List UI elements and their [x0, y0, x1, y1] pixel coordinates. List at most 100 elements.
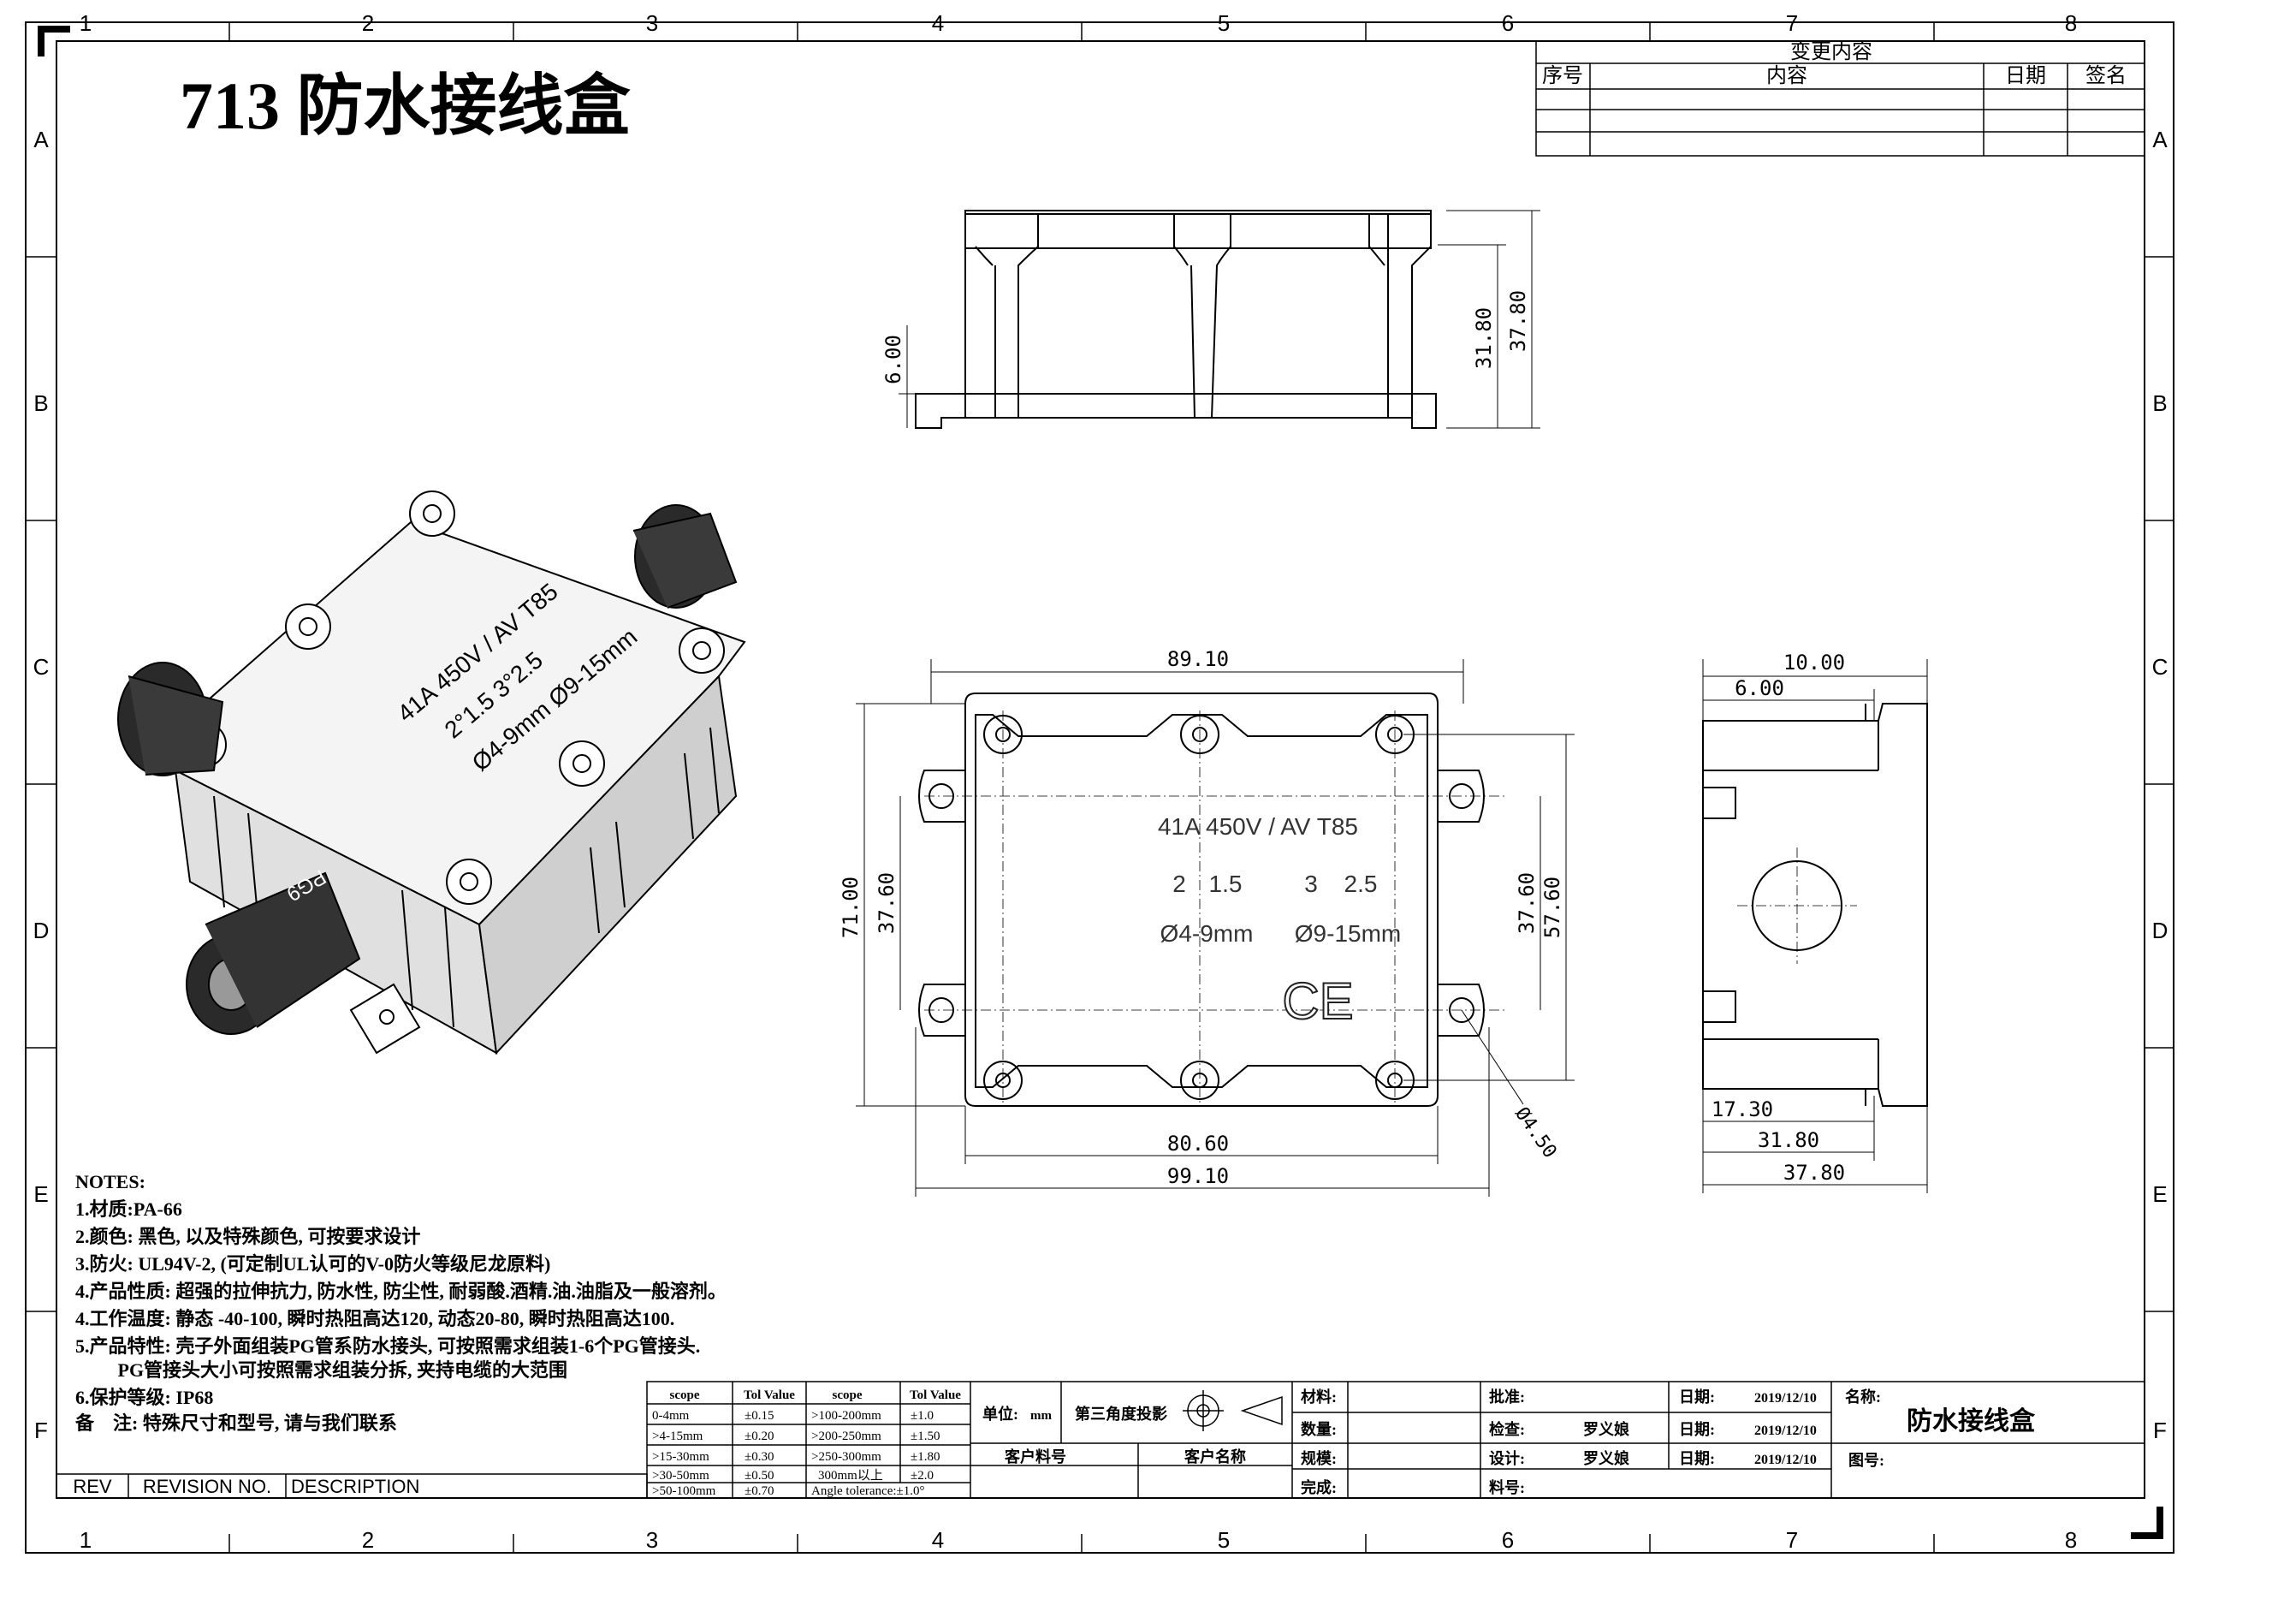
dim-left-hole-spacing: 37.60 — [875, 872, 899, 934]
tol-r5-c1: >50-100mm — [652, 1484, 716, 1498]
change-header-content: 内容 — [1766, 64, 1807, 87]
change-header-date: 日期 — [2005, 64, 2046, 87]
notes-line-3: 3.防火: UL94V-2, (可定制UL认可的V-0防火等级尼龙原料) — [75, 1253, 550, 1275]
tb-approve: 批准: — [1489, 1388, 1525, 1406]
row-label-a-right: A — [2152, 127, 2168, 152]
tol-r1-c2: ±0.15 — [745, 1409, 774, 1423]
top-view-dimensions — [856, 659, 1575, 1197]
rev-label: REV — [73, 1476, 112, 1497]
tol-r3-c3: >250-300mm — [811, 1450, 881, 1464]
frame-labels: 1 2 3 4 5 6 7 8 1 2 3 4 5 6 7 8 A B C D … — [33, 10, 2168, 1553]
row-label-d-right: D — [2152, 918, 2168, 943]
dim-right-height: 57.60 — [1540, 877, 1564, 938]
notes-line-5: 4.工作温度: 静态 -40-100, 瞬时热阻高达120, 动态20-80, … — [75, 1308, 674, 1329]
dim-front-flange-height: 6.00 — [881, 335, 905, 384]
col-label-6: 6 — [1502, 10, 1514, 36]
tb-date-label-1: 日期: — [1679, 1388, 1715, 1406]
tb-design: 设计: — [1489, 1449, 1525, 1467]
change-table-title: 变更内容 — [1790, 40, 1872, 63]
tol-r4-c3: 300mm以上 — [818, 1468, 883, 1483]
top-text-3: 3 — [1304, 871, 1318, 897]
col-label-3-bottom: 3 — [646, 1527, 658, 1553]
outer-frame — [25, 21, 2174, 1554]
dim-front-overall-height: 37.80 — [1506, 290, 1530, 352]
tb-name-label: 名称: — [1845, 1388, 1881, 1406]
notes-block: NOTES: 1.材质:PA-66 2.颜色: 黑色, 以及特殊颜色, 可按要求… — [74, 1171, 727, 1434]
row-label-e: E — [33, 1181, 48, 1207]
dim-top-width: 89.10 — [1167, 647, 1229, 671]
dim-inner-width: 80.60 — [1167, 1132, 1229, 1156]
col-label-2: 2 — [362, 10, 374, 36]
top-text-2-5: 2.5 — [1344, 871, 1378, 897]
col-label-4-bottom: 4 — [932, 1527, 944, 1553]
col-label-8: 8 — [2065, 10, 2077, 36]
tol-r1-c3: >100-200mm — [811, 1409, 881, 1423]
side-view — [1702, 703, 1928, 1107]
row-label-c-right: C — [2152, 654, 2168, 680]
top-text-dia-small: Ø4-9mm — [1160, 920, 1254, 947]
tb-date-1: 2019/12/10 — [1754, 1391, 1817, 1406]
tol-header-value-1: Tol Value — [744, 1388, 795, 1402]
row-label-d: D — [33, 918, 50, 943]
tolerance-table: scope Tol Value scope Tol Value 0-4mm ±0… — [652, 1388, 961, 1498]
notes-line-9: 备 注: 特殊尺寸和型号, 请与我们联系 — [74, 1412, 397, 1434]
change-header-sign: 签名 — [2085, 64, 2127, 87]
tb-designer: 罗义娘 — [1583, 1449, 1629, 1467]
top-view-outline — [918, 693, 1485, 1107]
front-view-dimensions — [899, 210, 1540, 429]
top-view-centerlines — [924, 710, 1506, 1104]
top-text-1-5: 1.5 — [1209, 871, 1243, 897]
top-ce-mark: CE — [1282, 972, 1353, 1030]
col-label-1: 1 — [80, 10, 92, 36]
tb-spec: 规模: — [1301, 1449, 1337, 1467]
tol-r1-c1: 0-4mm — [652, 1409, 690, 1423]
dim-side-b3: 37.80 — [1783, 1161, 1845, 1185]
top-view-holes — [928, 715, 1474, 1100]
tb-date-label-2: 日期: — [1679, 1421, 1715, 1438]
tol-r1-c4: ±1.0 — [911, 1409, 934, 1423]
col-label-1-bottom: 1 — [80, 1527, 92, 1553]
tol-r2-c4: ±1.50 — [911, 1430, 940, 1443]
tol-r4-c1: >30-50mm — [652, 1469, 709, 1483]
tol-r2-c3: >200-250mm — [811, 1430, 881, 1443]
row-label-f: F — [34, 1418, 48, 1443]
notes-line-2: 2.颜色: 黑色, 以及特殊颜色, 可按要求设计 — [75, 1226, 420, 1247]
col-label-5-bottom: 5 — [1218, 1527, 1230, 1553]
row-label-e-right: E — [2152, 1181, 2167, 1207]
tol-r2-c2: ±0.20 — [745, 1430, 774, 1443]
dim-left-height: 71.00 — [839, 877, 863, 938]
tb-check: 检查: — [1489, 1420, 1525, 1438]
dim-right-hole-spacing: 37.60 — [1515, 872, 1539, 934]
tb-name-value: 防水接线盒 — [1907, 1406, 2036, 1436]
tb-customer-name: 客户名称 — [1184, 1448, 1246, 1465]
tb-unit-value: mm — [1030, 1409, 1052, 1423]
tb-material: 材料: — [1301, 1388, 1337, 1406]
notes-line-4: 4.产品性质: 超强的拉伸抗力, 防水性, 防尘性, 耐弱酸.酒精.油.油脂及一… — [75, 1281, 727, 1302]
corner-mark-tl — [38, 26, 70, 56]
tb-drawing-no: 图号: — [1848, 1452, 1884, 1469]
tb-projection: 第三角度投影 — [1075, 1405, 1167, 1423]
tb-quantity: 数量: — [1301, 1420, 1337, 1438]
tol-header-value-2: Tol Value — [910, 1388, 961, 1402]
tol-header-scope-2: scope — [833, 1388, 863, 1402]
drawing-title: 713 防水接线盒 — [180, 68, 632, 143]
dim-side-top1: 10.00 — [1783, 651, 1845, 675]
col-label-2-bottom: 2 — [362, 1527, 374, 1553]
revision-no-label: REVISION NO. — [143, 1476, 271, 1497]
column-ticks — [26, 22, 2174, 1553]
notes-heading: NOTES: — [75, 1171, 145, 1192]
tb-part-no: 料号: — [1489, 1478, 1525, 1496]
change-table-grid — [1535, 40, 2145, 157]
tol-r5-c3: Angle tolerance:±1.0° — [811, 1484, 925, 1498]
side-view-centerlines — [1737, 847, 1857, 964]
tol-r4-c4: ±2.0 — [911, 1469, 934, 1483]
dim-side-b2: 31.80 — [1758, 1128, 1819, 1152]
top-text-rating: 41A 450V / AV T85 — [1158, 813, 1358, 840]
tol-r4-c2: ±0.50 — [745, 1469, 774, 1483]
front-view — [915, 210, 1437, 429]
tol-r3-c2: ±0.30 — [745, 1450, 774, 1464]
tb-date-3: 2019/12/10 — [1754, 1453, 1817, 1467]
tb-date-label-3: 日期: — [1679, 1450, 1715, 1467]
side-view-dimensions — [1702, 659, 1928, 1193]
